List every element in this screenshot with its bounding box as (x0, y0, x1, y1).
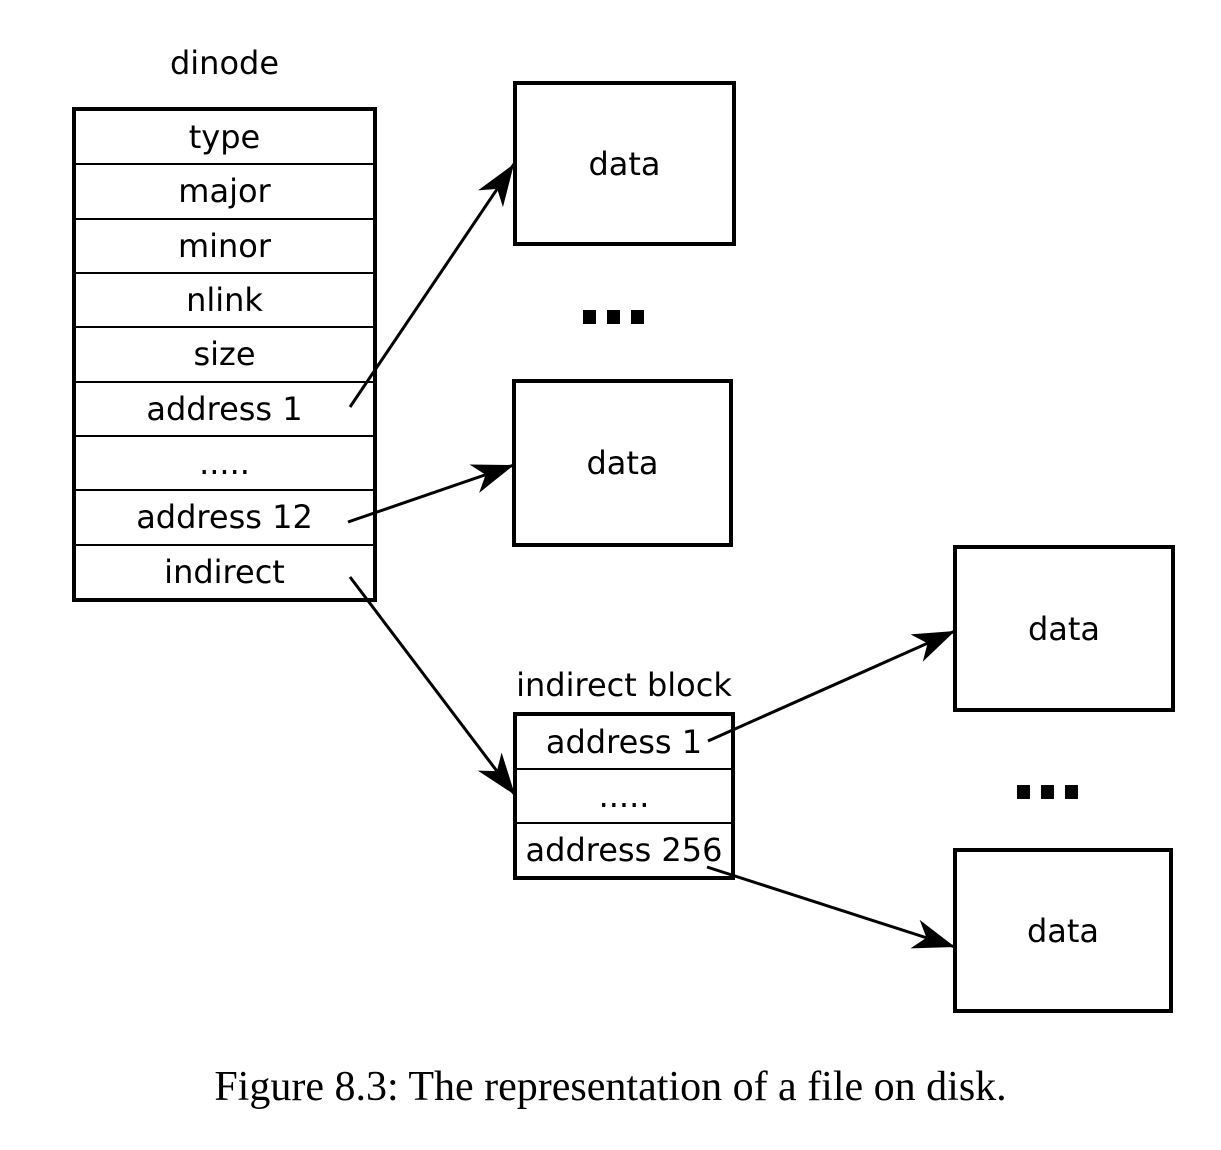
indirect-row-address1: address 1 (517, 716, 731, 770)
data-box-4: data (953, 848, 1173, 1013)
data-box-1-label: data (588, 144, 661, 183)
ellipsis-middle (583, 310, 644, 324)
dinode-row-nlink: nlink (76, 274, 373, 329)
dinode-row-address12: address 12 (76, 491, 373, 546)
indirect-row-dots: ..... (517, 770, 731, 824)
indirect-block-title: indirect block (516, 666, 732, 704)
data-box-3-label: data (1027, 609, 1101, 648)
ellipsis-dot (1065, 785, 1078, 799)
indirect-row-address256: address 256 (525, 831, 723, 869)
data-box-3: data (953, 545, 1175, 712)
dinode-box: type major minor nlink size address 1 ..… (72, 107, 377, 602)
dinode-row-address1: address 1 (76, 383, 373, 437)
data-box-2-label: data (586, 444, 659, 482)
dinode-title: dinode (169, 44, 280, 82)
arrow-indirect-to-indirect-block (348, 576, 517, 796)
ellipsis-right (1017, 785, 1078, 799)
data-box-4-label: data (1026, 911, 1100, 950)
ellipsis-dot (1041, 785, 1054, 799)
dinode-row-minor: minor (76, 220, 373, 274)
data-box-1: data (513, 81, 736, 246)
ellipsis-dot (583, 310, 596, 324)
dinode-row-dots: ..... (76, 437, 373, 492)
data-box-2: data (512, 379, 733, 547)
dinode-row-indirect: indirect (164, 552, 285, 591)
indirect-block-box: address 1 ..... address 256 (513, 712, 735, 880)
dinode-row-major: major (76, 165, 373, 220)
dinode-row-type: type (76, 111, 373, 166)
dinode-row-size: size (76, 328, 373, 383)
ellipsis-dot (1017, 785, 1030, 799)
ellipsis-dot (631, 310, 644, 324)
arrow-ib-address256-to-data4 (706, 865, 956, 949)
figure-caption: Figure 8.3: The representation of a file… (214, 1064, 1007, 1110)
arrow-ib-address1-to-data3 (707, 629, 956, 743)
ellipsis-dot (607, 310, 620, 324)
